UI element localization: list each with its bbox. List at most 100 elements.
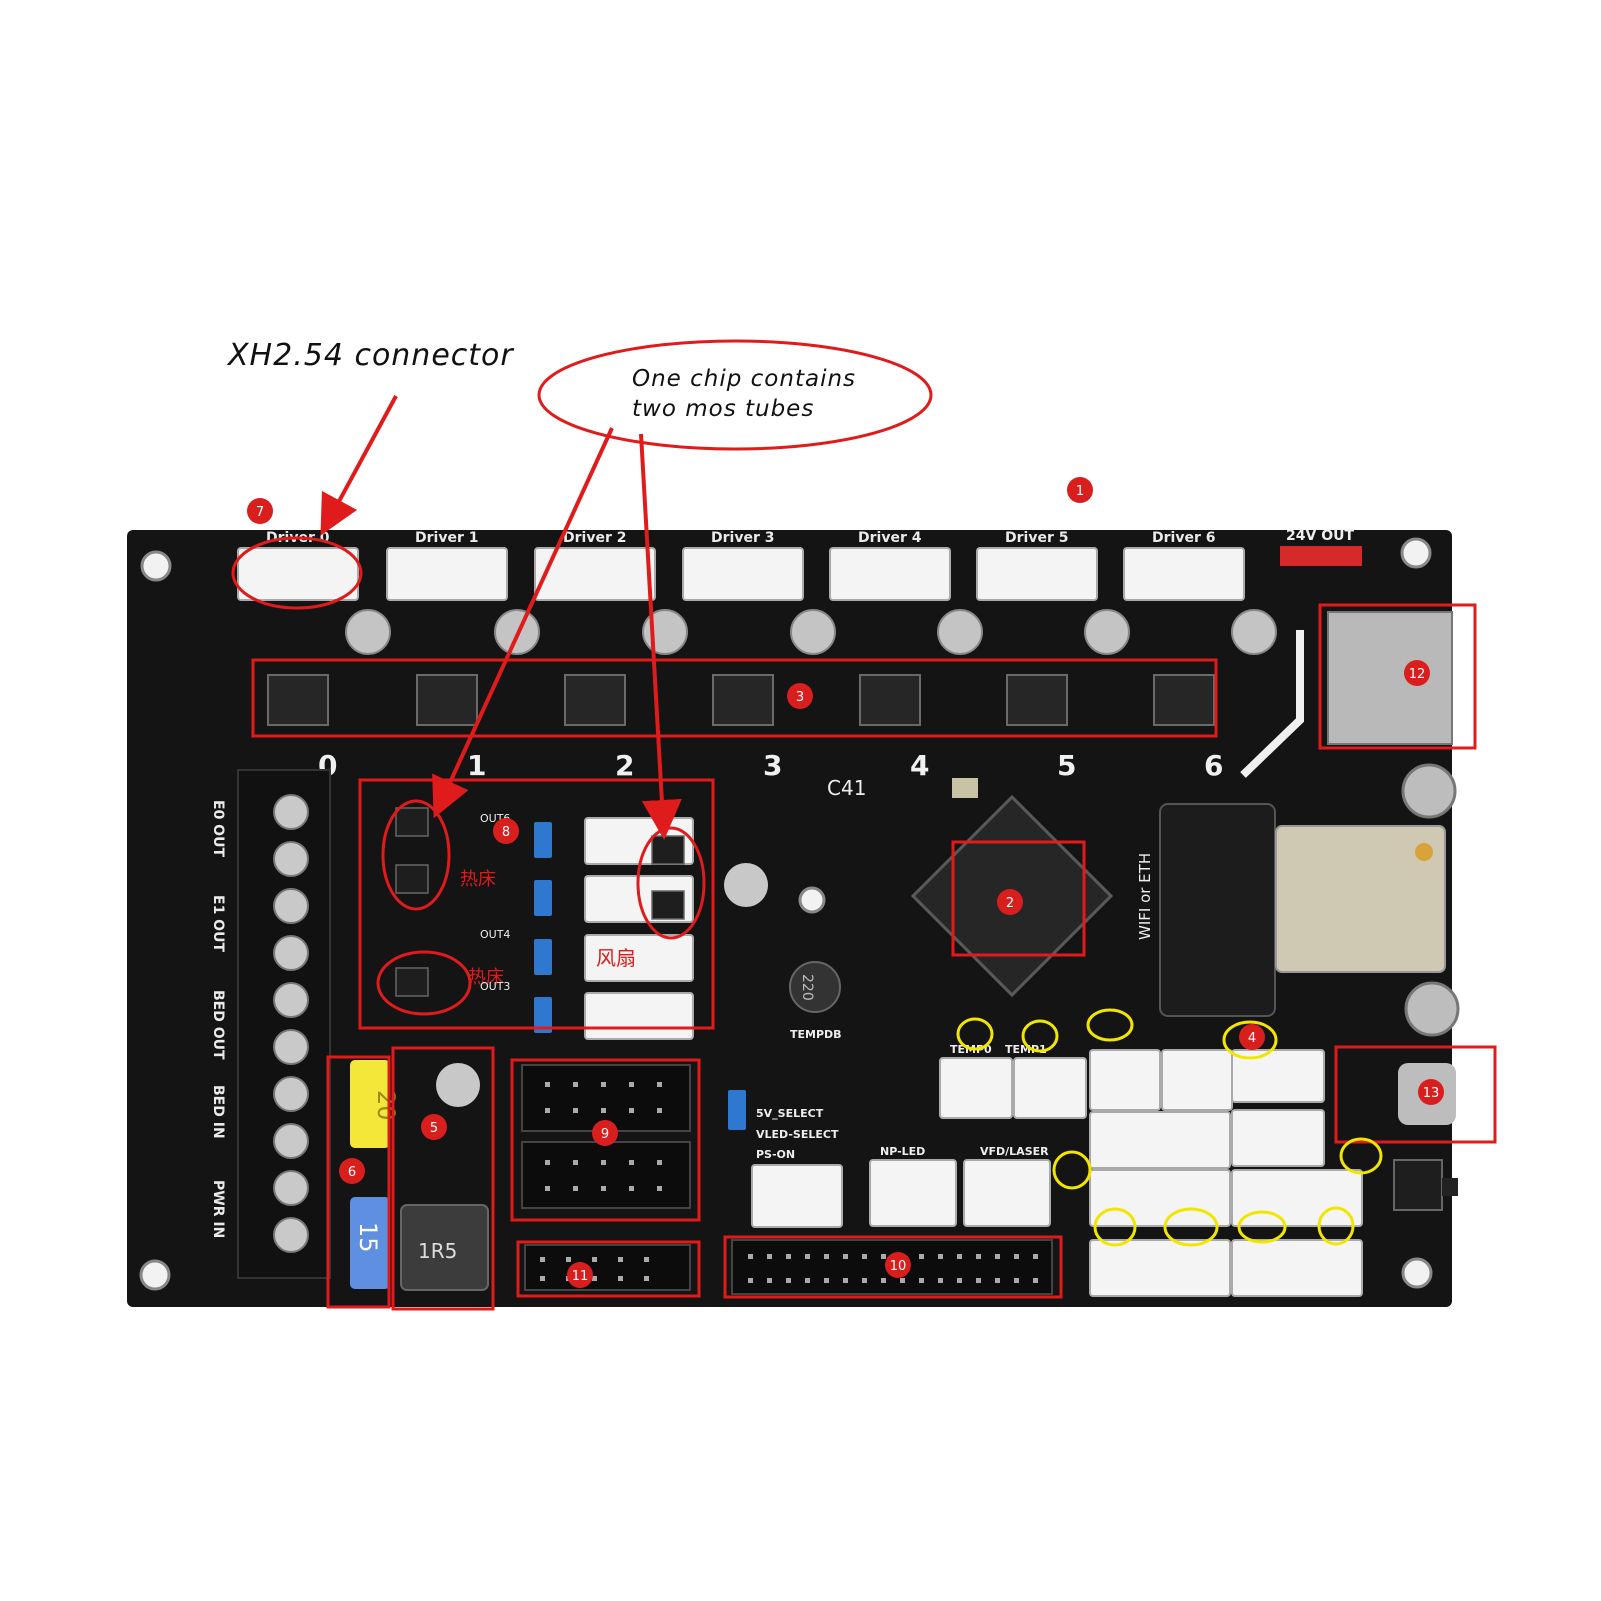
out-24v-header xyxy=(1280,546,1362,566)
out-24v-label: 24V OUT xyxy=(1286,528,1354,544)
h10-r2-pin-3 xyxy=(805,1278,810,1283)
h10-r1-pin-3 xyxy=(805,1254,810,1259)
marker-5 xyxy=(421,1114,447,1140)
inductor-large xyxy=(400,1204,489,1291)
marker-label-3: 3 xyxy=(796,690,804,705)
mos-chip-4 xyxy=(651,890,685,920)
terminal-screw-2 xyxy=(273,888,309,924)
ellipse-mos-chip-bottom xyxy=(376,950,472,1016)
exp-bot-r1-pin-1 xyxy=(573,1160,578,1165)
fuse-blue xyxy=(350,1197,390,1289)
mos-chip-0 xyxy=(395,807,429,837)
exp-bot-r2-pin-3 xyxy=(629,1186,634,1191)
exp-top-r2-pin-1 xyxy=(573,1108,578,1113)
terminal-screw-4 xyxy=(273,982,309,1018)
driver-capacitor-5 xyxy=(1084,609,1130,655)
h10-r1-pin-14 xyxy=(1014,1254,1019,1259)
driver-connector-6 xyxy=(1123,547,1245,601)
h10-r1-pin-4 xyxy=(824,1254,829,1259)
marker-label-6: 6 xyxy=(348,1165,356,1180)
terminal-screw-0 xyxy=(273,794,309,830)
wifi-label: WIFI or ETH xyxy=(1136,853,1154,940)
exp-bot-r2-pin-4 xyxy=(657,1186,662,1191)
h10-r1-pin-13 xyxy=(995,1254,1000,1259)
board-silkscreen-line xyxy=(1240,630,1304,778)
connector-0 xyxy=(939,1057,1013,1119)
fan-connector-2 xyxy=(584,934,694,982)
header-label-1: VLED-SELECT xyxy=(756,1128,839,1141)
arrow-to-driver0 xyxy=(320,395,398,536)
exp-top-r2-pin-2 xyxy=(601,1108,606,1113)
header-label-2: PS-ON xyxy=(756,1148,795,1161)
yellow-highlight-4 xyxy=(1339,1137,1383,1175)
h10-r2-pin-9 xyxy=(919,1278,924,1283)
mounting-hole-center xyxy=(798,886,826,914)
mos-chip-annotation-label: One chip contains two mos tubes xyxy=(632,364,856,424)
driver-connector-3 xyxy=(682,547,804,601)
ellipse-driver0-connector xyxy=(231,536,363,610)
terminal-label-4: PWR IN xyxy=(210,1180,226,1238)
h10-r1-pin-10 xyxy=(938,1254,943,1259)
yellow-highlight-0 xyxy=(956,1017,994,1051)
box-exp-headers xyxy=(510,1058,701,1222)
mos-chip-annotation-line1: One chip contains xyxy=(632,366,857,392)
h11-r2-pin-3 xyxy=(618,1276,623,1281)
wifi-module-header xyxy=(1159,803,1276,1017)
terminal-screw-6 xyxy=(273,1076,309,1112)
terminal-label-3: BED IN xyxy=(210,1085,226,1139)
connector-3 xyxy=(1161,1049,1233,1111)
h10-r2-pin-4 xyxy=(824,1278,829,1283)
driver-connector-4 xyxy=(829,547,951,601)
exp-top-r2-pin-4 xyxy=(657,1108,662,1113)
terminal-label-0: E0 OUT xyxy=(210,800,226,857)
exp-top-r1-pin-2 xyxy=(601,1082,606,1087)
connector-2 xyxy=(1089,1049,1161,1111)
marker-label-9: 9 xyxy=(601,1127,609,1142)
inductor-small-label: 220 xyxy=(799,974,815,1001)
arrow-to-right-mos xyxy=(639,433,682,840)
exp-top-r1-pin-4 xyxy=(657,1082,662,1087)
driver-label-1: Driver 1 xyxy=(415,530,478,546)
driver-label-5: Driver 5 xyxy=(1005,530,1068,546)
driver-chip-2 xyxy=(564,674,626,726)
exp-bot-r2-pin-0 xyxy=(545,1186,550,1191)
screw-top xyxy=(1401,763,1457,819)
connector-13 xyxy=(963,1159,1051,1227)
marker-label-5: 5 xyxy=(430,1121,438,1136)
marker-13 xyxy=(1418,1079,1444,1105)
terminal-label-2: BED OUT xyxy=(210,990,226,1060)
h11-r1-pin-0 xyxy=(540,1257,545,1262)
driver-number-4: 4 xyxy=(910,749,929,782)
box-header-10 xyxy=(723,1235,1063,1299)
exp-bot-r1-pin-2 xyxy=(601,1160,606,1165)
marker-7 xyxy=(247,498,273,524)
exp-bot-r1-pin-0 xyxy=(545,1160,550,1165)
mounting-hole-top-right xyxy=(1400,537,1432,569)
marker-6 xyxy=(339,1158,365,1184)
yellow-highlight-8 xyxy=(1237,1210,1287,1244)
h10-r2-pin-12 xyxy=(976,1278,981,1283)
header-label-3: NP-LED xyxy=(880,1145,925,1158)
fuse-blue-label: 15 xyxy=(354,1222,382,1253)
heat-bed-chinese-label-2: 热床 xyxy=(468,967,504,988)
capacitor-power xyxy=(436,1063,480,1107)
h10-r2-pin-5 xyxy=(843,1278,848,1283)
yellow-highlight-3 xyxy=(1222,1020,1278,1060)
h11-r1-pin-3 xyxy=(618,1257,623,1262)
h10-r1-pin-6 xyxy=(862,1254,867,1259)
driver-number-2: 2 xyxy=(615,749,634,782)
exp-header-top xyxy=(521,1064,691,1132)
mounting-hole-bottom-left xyxy=(139,1259,171,1291)
box-mos-section xyxy=(358,778,715,1030)
exp-header-bottom xyxy=(521,1141,691,1209)
ellipse-annotation-chip xyxy=(537,339,933,451)
header-label-4: VFD/LASER xyxy=(980,1145,1049,1158)
h11-r1-pin-2 xyxy=(592,1257,597,1262)
terminal-screw-9 xyxy=(273,1217,309,1253)
connector-1 xyxy=(1013,1057,1087,1119)
marker-label-13: 13 xyxy=(1423,1086,1440,1101)
driver-chip-1 xyxy=(416,674,478,726)
driver-number-6: 6 xyxy=(1204,749,1223,782)
exp-top-r1-pin-3 xyxy=(629,1082,634,1087)
